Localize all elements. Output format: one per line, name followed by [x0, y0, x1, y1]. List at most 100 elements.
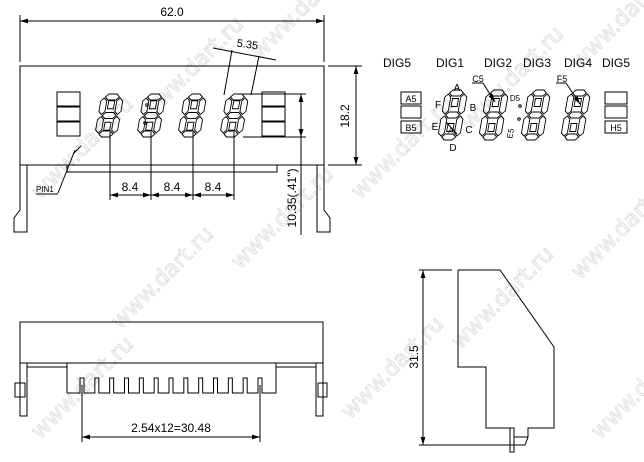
- display-body: [19, 65, 325, 166]
- segment: [223, 97, 233, 116]
- segment: [226, 112, 242, 119]
- segment: [567, 111, 584, 119]
- segment: [140, 130, 156, 138]
- segment: [143, 112, 159, 119]
- segment: [239, 97, 249, 116]
- pitch-dimension-1: 8.4: [122, 180, 139, 194]
- digit-label: DIG2: [484, 56, 512, 70]
- segment: [146, 93, 163, 101]
- callout-d5: D5: [510, 94, 521, 103]
- segment: [540, 93, 551, 115]
- seven-segment-digit: [437, 89, 468, 141]
- segment: [441, 93, 452, 115]
- segment: [453, 115, 464, 137]
- segment-f-label: F: [435, 100, 441, 111]
- segment: [520, 115, 531, 137]
- watermark-layer: www.dart.ruwww.dart.ruwww.dart.ruwww.dar…: [26, 0, 644, 445]
- digit-label: DIG5: [383, 56, 411, 70]
- callout-f5: F5: [557, 74, 568, 84]
- segment: [236, 115, 245, 134]
- segment: [560, 115, 571, 137]
- segment: [536, 115, 547, 137]
- seven-segment-digit: [220, 93, 249, 138]
- segment-a-label: A: [454, 83, 461, 94]
- digit-width-dimension: 5.35: [236, 38, 259, 53]
- segment: [220, 115, 229, 134]
- pin1-label: PIN1: [36, 185, 54, 194]
- callout-c5: C5: [472, 74, 484, 84]
- watermark-text: www.dart.ru: [337, 312, 449, 424]
- watermark-text: www.dart.ru: [587, 332, 644, 444]
- segment: [576, 115, 587, 137]
- segment-e-label: E: [432, 122, 439, 133]
- pinout-digits: [437, 89, 591, 141]
- segment: [178, 115, 187, 134]
- segment: [498, 93, 509, 115]
- segment: [140, 97, 150, 116]
- segment: [478, 115, 489, 137]
- watermark-text: www.dart.ru: [347, 92, 459, 204]
- segment: [98, 130, 114, 138]
- seven-segment-digit: [520, 89, 551, 141]
- callout-e5: E5: [505, 127, 516, 139]
- width-dimension: 62.0: [160, 5, 184, 19]
- segment-b-label: B: [470, 103, 477, 114]
- segment: [527, 111, 544, 119]
- segment: [184, 112, 200, 119]
- height-dimension: 18.2: [338, 104, 352, 128]
- segment: [187, 93, 204, 101]
- segment: [524, 133, 540, 141]
- side-height-dimension: 31.5: [407, 345, 421, 369]
- pinout-view: DIG5 DIG1 DIG2 DIG3 DIG4 DIG5 A5 B5 H5 A…: [383, 56, 630, 154]
- segment: [137, 115, 146, 134]
- segment: [95, 115, 104, 134]
- segment: [197, 97, 207, 116]
- segment: [104, 93, 121, 101]
- segment: [444, 111, 461, 119]
- seven-segment-digit: [178, 93, 207, 138]
- watermark-text: www.dart.ru: [567, 172, 644, 284]
- segment: [494, 115, 505, 137]
- side-view: 31.5: [407, 269, 555, 453]
- pitch-dimension-3: 8.4: [205, 180, 222, 194]
- segment-label-inner: A: [448, 126, 454, 135]
- segment-box-label: H5: [610, 123, 622, 133]
- segment: [156, 97, 166, 116]
- watermark-text: www.dart.ru: [27, 332, 139, 444]
- watermark-text: www.dart.ru: [447, 242, 559, 354]
- segment: [181, 130, 197, 138]
- digit-label: DIG3: [523, 56, 551, 70]
- bottom-view: 2.54x12=30.48: [14, 321, 328, 442]
- pin-row: [66, 362, 277, 394]
- segment-box-label: A5: [405, 94, 416, 104]
- segment: [448, 89, 465, 97]
- segment: [194, 115, 203, 134]
- segment: [482, 133, 498, 141]
- segment: [153, 115, 162, 134]
- segment: [437, 115, 448, 137]
- digit-label: DIG5: [602, 56, 630, 70]
- segment: [524, 93, 535, 115]
- segment-box-label: B5: [405, 123, 416, 133]
- digit-label: DIG1: [436, 56, 464, 70]
- pin-span-dimension: 2.54x12=30.48: [131, 421, 211, 435]
- segment-c-label: C: [465, 125, 472, 136]
- segment-d-label: D: [449, 143, 456, 154]
- segment: [181, 97, 191, 116]
- segment: [441, 133, 457, 141]
- segment: [580, 93, 591, 115]
- segment: [564, 133, 580, 141]
- segment: [485, 111, 502, 119]
- digit-label: DIG4: [564, 56, 592, 70]
- segment: [111, 115, 120, 134]
- seven-segment-digit: [95, 93, 124, 138]
- watermark-text: www.dart.ru: [227, 162, 339, 274]
- segment: [457, 93, 468, 115]
- segment: [101, 112, 117, 119]
- segment: [114, 97, 124, 116]
- pitch-dimension-2: 8.4: [164, 180, 181, 194]
- segment: [223, 130, 239, 138]
- seven-segment-digit: [137, 93, 166, 138]
